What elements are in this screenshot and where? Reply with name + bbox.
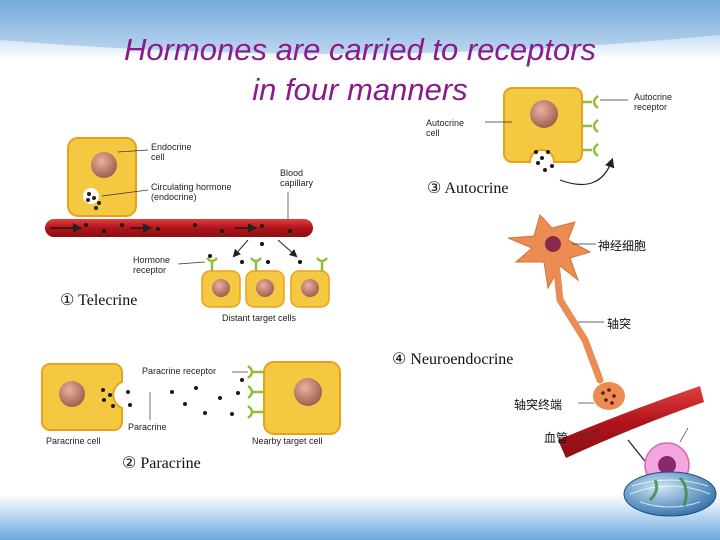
caption-paracrine: ② Paracrine: [122, 455, 201, 472]
blood-capillary: [45, 219, 313, 237]
diffusion-arrow-1: [232, 239, 249, 258]
leader-target: [679, 427, 689, 443]
title-line-2: in four manners: [252, 72, 468, 107]
caption-telecrine: ① Telecrine: [60, 292, 138, 309]
axon: [552, 258, 604, 384]
autocrine-receptors: [582, 95, 599, 157]
distant-target-cell: [201, 257, 241, 308]
caption-neuroendocrine: ④ Neuroendocrine: [392, 351, 514, 368]
paracrine-cell-nucleus: [59, 381, 85, 407]
telecrine-panel: [45, 137, 330, 308]
nearby-target-nucleus: [294, 378, 322, 406]
label-hormone-receptor: Hormone receptor: [133, 255, 171, 275]
paracrine-panel: [41, 361, 341, 435]
distant-target-cell: [245, 257, 285, 308]
paracrine-dots: [101, 378, 244, 416]
label-autocrine-cell: Autocrine cell: [426, 118, 465, 138]
autocrine-panel: [485, 73, 688, 186]
globe-logo: [623, 471, 717, 517]
label-distant-target-cells: Distant target cells: [222, 313, 297, 323]
label-nearby-target-cell: Nearby target cell: [252, 436, 323, 446]
neuro-target-nucleus: [658, 456, 676, 474]
label-endocrine-cell: Endocrine cell: [151, 142, 192, 162]
label-circulating-hormone: Circulating hormone (endocrine): [151, 182, 232, 202]
label-paracrine-receptor: Paracrine receptor: [142, 366, 217, 376]
neuroendocrine-panel: [507, 214, 704, 488]
label-neuron: 神经细胞: [598, 239, 647, 253]
header-wave: [0, 0, 720, 54]
distant-target-cell: [290, 257, 330, 308]
label-paracrine-cell: Paracrine cell: [46, 436, 101, 446]
hormone-dots: [86, 192, 101, 210]
free-hormone-dots: [208, 242, 302, 264]
leader-endocrine-cell: [117, 149, 149, 153]
diffusion-arrow-2: [277, 239, 298, 258]
axon-terminal: [593, 382, 625, 410]
leader-receptor: [177, 261, 206, 265]
paracrine-receptors: [247, 365, 264, 419]
autocrine-feedback-arrow: [559, 157, 615, 186]
leader-vessel: [577, 429, 601, 437]
neuron-cell-body: [507, 214, 592, 290]
secretion-vesicle: [83, 188, 99, 204]
neuron-nucleus: [545, 236, 561, 252]
label-blood-capillary: Blood capillary: [280, 168, 314, 188]
autocrine-cell-nucleus: [530, 100, 558, 128]
leader-circulating: [101, 189, 149, 197]
label-autocrine-receptor: Autocrine receptor: [634, 92, 673, 112]
endocrine-cell-nucleus: [91, 152, 117, 178]
background-bottom: [0, 495, 720, 540]
neuro-blood-vessel: [558, 386, 704, 458]
autocrine-dots: [534, 150, 554, 172]
label-axon: 轴突: [607, 317, 632, 331]
label-axon-terminal: 轴突终端: [514, 398, 563, 412]
caption-autocrine: ③ Autocrine: [427, 180, 509, 197]
background-top: [0, 0, 720, 60]
label-blood-vessel: 血管: [544, 431, 569, 445]
title-line-1: Hormones are carried to receptors: [123, 32, 597, 67]
capillary-hormone-dots: [84, 223, 292, 233]
label-paracrine: Paracrine: [128, 422, 167, 432]
axon-terminal-dots: [601, 388, 616, 405]
